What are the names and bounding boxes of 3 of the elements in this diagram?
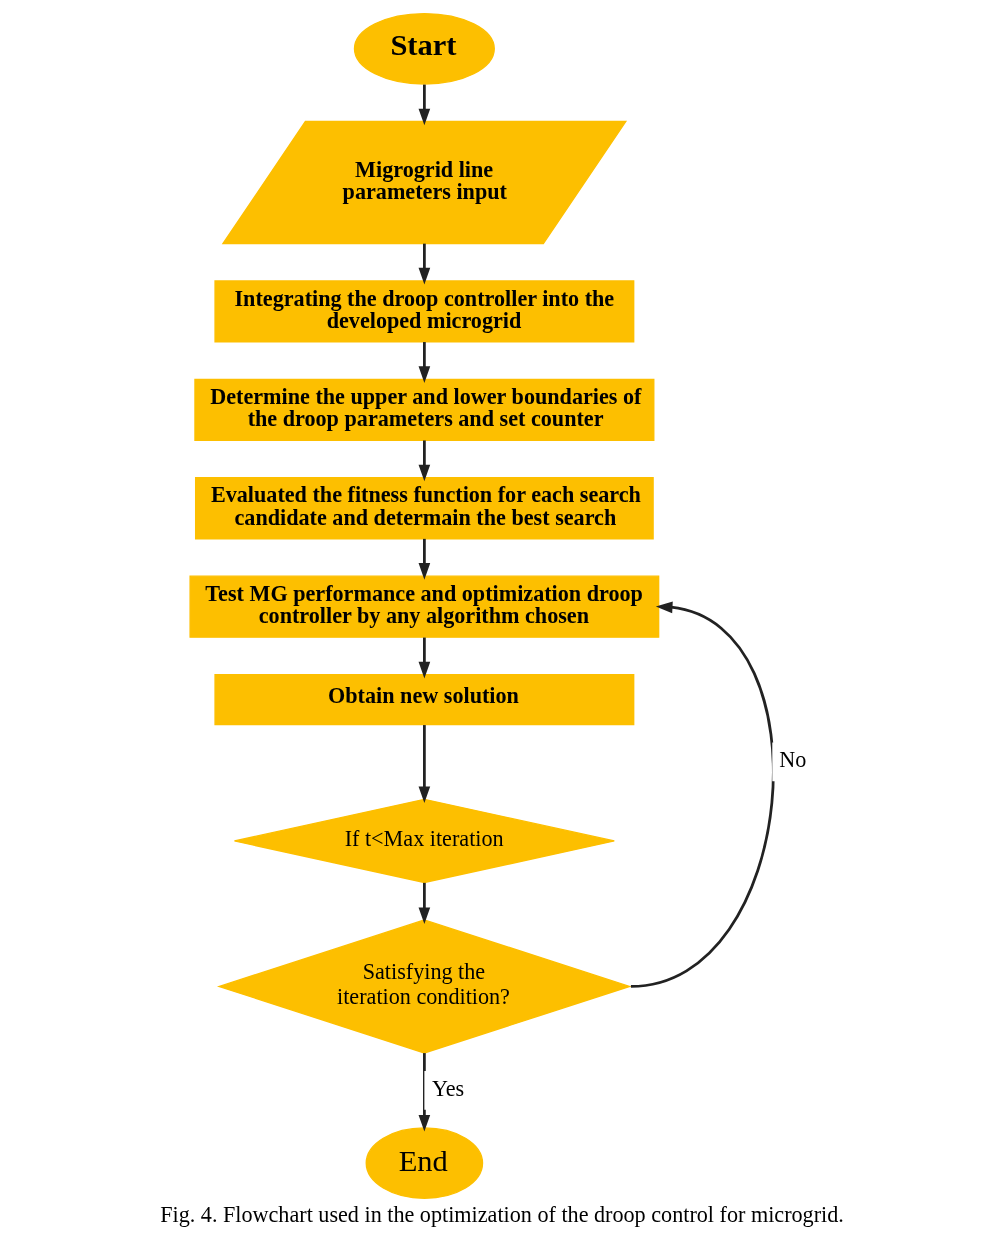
edge-label: Yes — [431, 1075, 464, 1101]
edge-label: No — [778, 747, 806, 773]
caption: Fig. 4. Flowchart used in the optimization of the droop control for microgrid. — [159, 1201, 844, 1227]
